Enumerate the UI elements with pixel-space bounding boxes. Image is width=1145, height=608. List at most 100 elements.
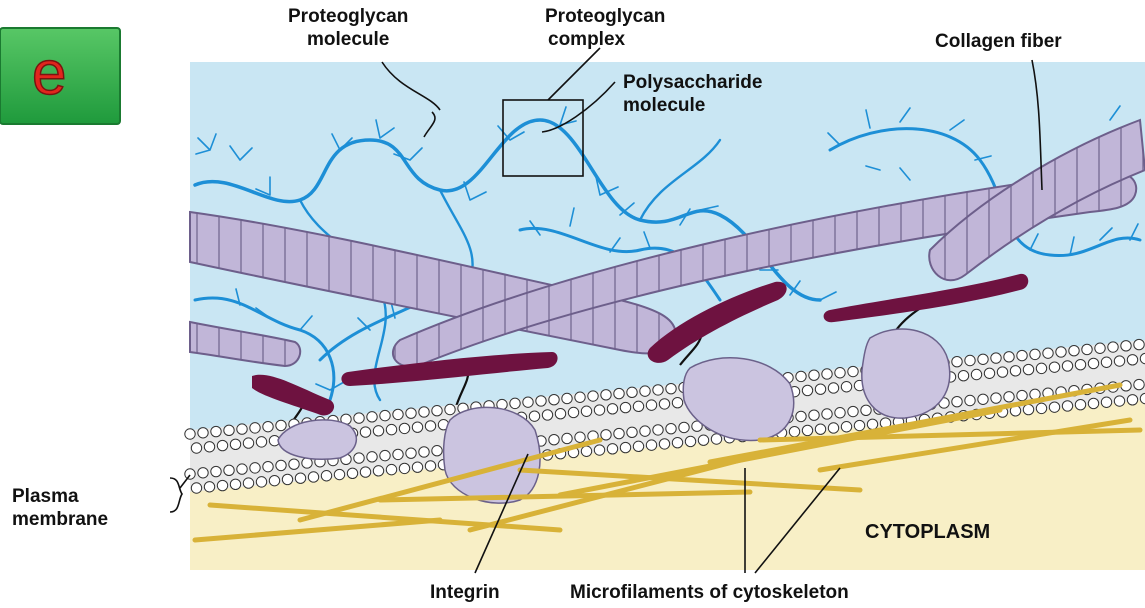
phospholipid-head — [523, 397, 533, 407]
phospholipid-head — [575, 432, 585, 442]
phospholipid-head — [230, 479, 240, 489]
phospholipid-head — [614, 388, 624, 398]
phospholipid-head — [406, 408, 416, 418]
phospholipid-head — [796, 411, 806, 421]
phospholipid-head — [425, 421, 435, 431]
phospholipid-head — [237, 424, 247, 434]
phospholipid-head — [802, 385, 812, 395]
label-plasma-membrane-1: Plasma — [12, 486, 79, 507]
phospholipid-head — [1114, 396, 1124, 406]
phospholipid-head — [835, 408, 845, 418]
label-microfilaments: Microfilaments of cytoskeleton — [570, 582, 849, 603]
phospholipid-head — [1023, 404, 1033, 414]
phospholipid-head — [237, 464, 247, 474]
phospholipid-head — [354, 413, 364, 423]
phospholipid-head — [796, 371, 806, 381]
phospholipid-head — [971, 369, 981, 379]
phospholipid-head — [822, 369, 832, 379]
phospholipid-head — [1056, 347, 1066, 357]
phospholipid-head — [1023, 364, 1033, 374]
phospholipid-head — [347, 468, 357, 478]
phospholipid-head — [815, 424, 825, 434]
phospholipid-head — [698, 435, 708, 445]
phospholipid-head — [679, 422, 689, 432]
phospholipid-head — [549, 394, 559, 404]
phospholipid-head — [185, 469, 195, 479]
phospholipid-head — [685, 436, 695, 446]
phospholipid-head — [815, 384, 825, 394]
phospholipid-head — [549, 434, 559, 444]
phospholipid-head — [1036, 363, 1046, 373]
title-badge: e — [0, 28, 120, 124]
phospholipid-head — [360, 427, 370, 437]
phospholipid-head — [841, 382, 851, 392]
phospholipid-head — [1108, 342, 1118, 352]
phospholipid-head — [321, 471, 331, 481]
phospholipid-head — [1043, 348, 1053, 358]
phospholipid-head — [211, 466, 221, 476]
phospholipid-head — [562, 393, 572, 403]
phospholipid-head — [510, 398, 520, 408]
phospholipid-head — [828, 383, 838, 393]
phospholipid-head — [373, 466, 383, 476]
phospholipid-head — [1049, 362, 1059, 372]
phospholipid-head — [412, 462, 422, 472]
label-polysaccharide-molecule-1: Polysaccharide — [623, 72, 762, 93]
phospholipid-head — [276, 420, 286, 430]
phospholipid-head — [952, 397, 962, 407]
phospholipid-head — [991, 393, 1001, 403]
phospholipid-head — [1049, 402, 1059, 412]
phospholipid-head — [848, 366, 858, 376]
phospholipid-head — [861, 405, 871, 415]
phospholipid-head — [1075, 399, 1085, 409]
phospholipid-head — [367, 412, 377, 422]
phospholipid-head — [217, 480, 227, 490]
phospholipid-head — [224, 465, 234, 475]
phospholipid-head — [263, 461, 273, 471]
phospholipid-head — [1075, 359, 1085, 369]
phospholipid-head — [1127, 395, 1137, 405]
phospholipid-head — [997, 367, 1007, 377]
phospholipid-head — [1082, 344, 1092, 354]
phospholipid-head — [555, 408, 565, 418]
phospholipid-head — [978, 394, 988, 404]
phospholipid-head — [432, 406, 442, 416]
phospholipid-head — [581, 446, 591, 456]
phospholipid-head — [250, 423, 260, 433]
phospholipid-head — [542, 410, 552, 420]
phospholipid-head — [282, 474, 292, 484]
phospholipid-head — [393, 409, 403, 419]
phospholipid-head — [230, 439, 240, 449]
phospholipid-head — [1088, 358, 1098, 368]
phospholipid-head — [308, 472, 318, 482]
label-integrin: Integrin — [430, 582, 500, 603]
phospholipid-head — [1062, 361, 1072, 371]
phospholipid-head — [243, 478, 253, 488]
phospholipid-head — [978, 354, 988, 364]
phospholipid-head — [295, 473, 305, 483]
phospholipid-head — [256, 477, 266, 487]
phospholipid-head — [1017, 390, 1027, 400]
phospholipid-head — [1010, 366, 1020, 376]
phospholipid-head — [1134, 379, 1144, 389]
label-collagen-fiber: Collagen fiber — [935, 31, 1062, 52]
phospholipid-head — [224, 425, 234, 435]
phospholipid-head — [991, 353, 1001, 363]
phospholipid-head — [666, 423, 676, 433]
phospholipid-head — [1062, 401, 1072, 411]
phospholipid-head — [419, 407, 429, 417]
phospholipid-head — [386, 464, 396, 474]
phospholipid-head — [1030, 349, 1040, 359]
phospholipid-head — [1101, 397, 1111, 407]
label-proteoglycan-complex-2: complex — [548, 29, 626, 50]
phospholipid-head — [614, 428, 624, 438]
phospholipid-head — [399, 463, 409, 473]
phospholipid-head — [568, 407, 578, 417]
phospholipid-head — [1114, 356, 1124, 366]
phospholipid-head — [581, 406, 591, 416]
phospholipid-head — [289, 459, 299, 469]
phospholipid-head — [217, 440, 227, 450]
phospholipid-head — [965, 355, 975, 365]
label-cytoplasm: CYTOPLASM — [865, 521, 990, 543]
